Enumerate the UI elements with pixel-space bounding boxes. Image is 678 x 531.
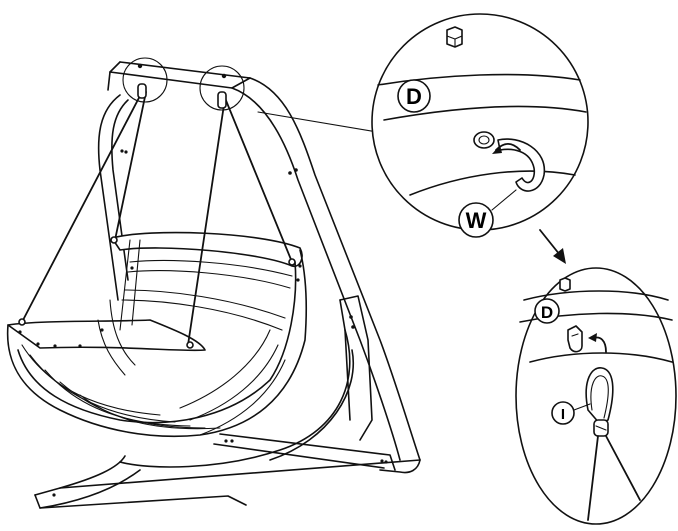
right-arch-inner — [231, 87, 401, 461]
detail-upper: D W — [371, 13, 589, 238]
label-d-badge-upper — [397, 79, 431, 113]
front-curve-outer — [119, 329, 351, 468]
hook-marker-right — [199, 65, 245, 111]
chair-top-rim — [111, 231, 303, 268]
rear-leg — [339, 295, 373, 441]
label-d-badge-lower — [534, 298, 560, 324]
hook-icon — [473, 131, 546, 192]
chair-front-lip — [7, 319, 206, 352]
left-upright-outer — [97, 94, 121, 301]
top-beam-face — [109, 61, 251, 89]
swing-chair — [6, 231, 307, 438]
left-upright-inner — [111, 99, 129, 281]
label-d-upper: D — [406, 84, 422, 109]
carabiner-icon — [585, 367, 614, 425]
base-bottom — [34, 494, 247, 509]
arrow-right-down-icon — [539, 229, 566, 264]
label-i: I — [561, 406, 565, 423]
hook-icon-small — [567, 325, 583, 353]
hook-marker-left — [122, 57, 168, 103]
right-arch-outer — [249, 77, 421, 461]
label-w-badge — [458, 202, 494, 238]
hanging-ropes — [18, 83, 296, 349]
base-rear — [219, 433, 396, 471]
label-i-badge — [551, 401, 575, 425]
label-w: W — [466, 208, 487, 233]
detail-lower: D I — [515, 267, 677, 525]
label-d-lower: D — [541, 303, 553, 322]
stand-frame — [34, 61, 421, 509]
nut-icon — [446, 26, 463, 48]
nut-icon-small — [559, 277, 571, 292]
